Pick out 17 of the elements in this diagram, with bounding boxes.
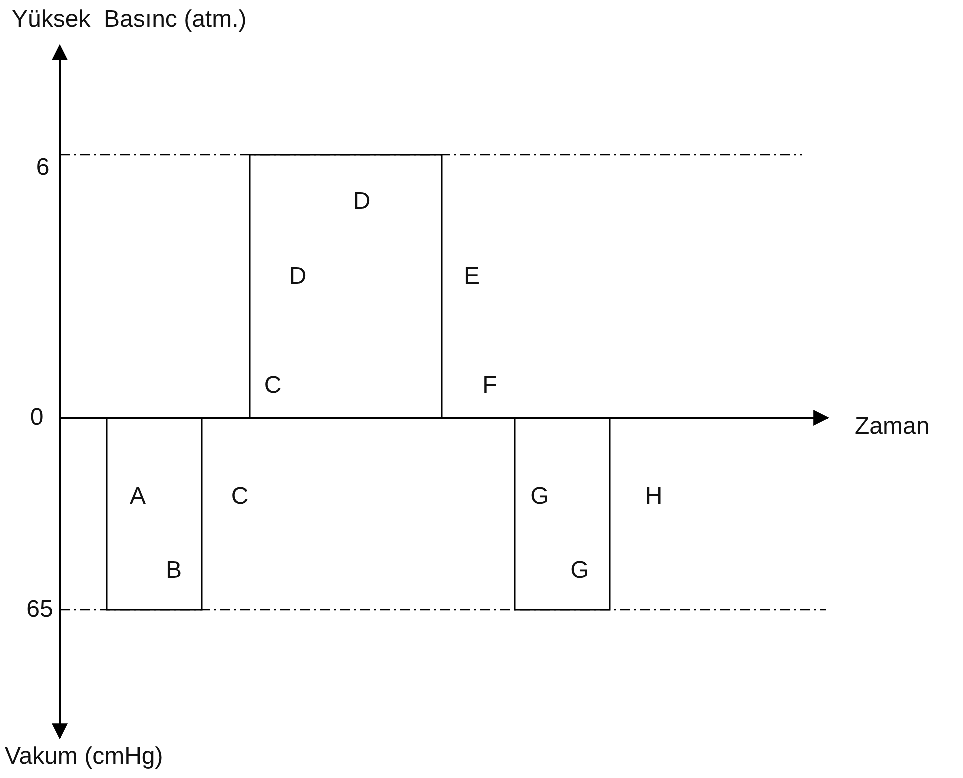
axis-title: Yüksek Basınc (atm.): [12, 8, 247, 32]
phase-letter: G: [570, 559, 590, 583]
phase-letter: H: [645, 485, 663, 509]
phase-letter: D: [289, 265, 307, 289]
phase-letter: F: [482, 374, 498, 398]
phase-letter: C: [264, 374, 282, 398]
phase-letter: E: [464, 265, 480, 289]
phase-letter: G: [530, 485, 550, 509]
phase-letter: C: [231, 485, 249, 509]
phase-letter: A: [130, 485, 146, 509]
axis-title: Zaman: [855, 415, 930, 439]
phase-letter: B: [166, 559, 182, 583]
tick-label: 65: [26, 598, 54, 622]
tick-label: 0: [30, 406, 44, 430]
tick-label: 6: [36, 156, 50, 180]
axis-title: Vakum (cmHg): [5, 745, 164, 769]
phase-letter: D: [353, 190, 371, 214]
